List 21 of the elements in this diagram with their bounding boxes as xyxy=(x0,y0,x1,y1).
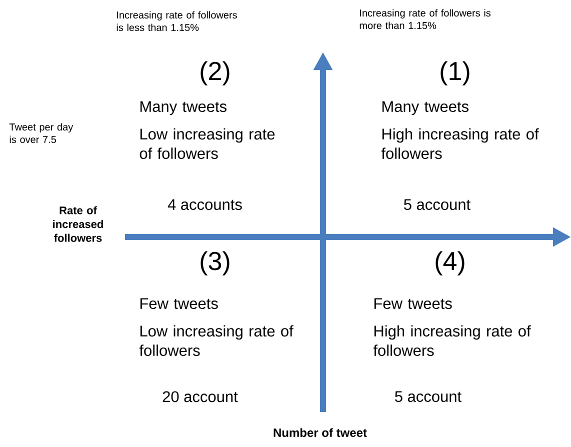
axis-label: Number of tweet xyxy=(274,428,367,437)
quadrant-text: Few tweets xyxy=(140,298,218,310)
axis-label: Rate of increased followers xyxy=(53,206,103,242)
quadrant-number: (3) xyxy=(200,251,230,276)
quadrant-number: (1) xyxy=(440,61,470,86)
quadrant-text: High increasing rate of followers xyxy=(373,325,531,356)
quadrant-text: Low increasing rate of followers xyxy=(140,128,275,159)
quadrant-text: 4 accounts xyxy=(168,199,242,210)
quadrant-text: 5 account xyxy=(404,199,470,210)
quadrant-text: Low increasing rate of followers xyxy=(139,325,294,356)
condition-note: Increasing rate of followers is less than 1.15% xyxy=(116,11,237,32)
quadrant-text: 20 account xyxy=(162,391,238,402)
quadrant-text: Many tweets xyxy=(140,101,226,116)
condition-note: Increasing rate of followers is more than 1.15% xyxy=(360,9,491,30)
quadrant-text: High increasing rate of followers xyxy=(381,128,539,159)
quadrant-text: Few tweets xyxy=(374,298,452,310)
condition-note: Tweet per day is over 7.5 xyxy=(9,123,74,144)
quadrant-number: (4) xyxy=(436,251,464,276)
quadrant-text: Many tweets xyxy=(382,101,468,116)
quadrant-number: (2) xyxy=(200,61,230,86)
quadrant-text: 5 account xyxy=(395,391,462,402)
